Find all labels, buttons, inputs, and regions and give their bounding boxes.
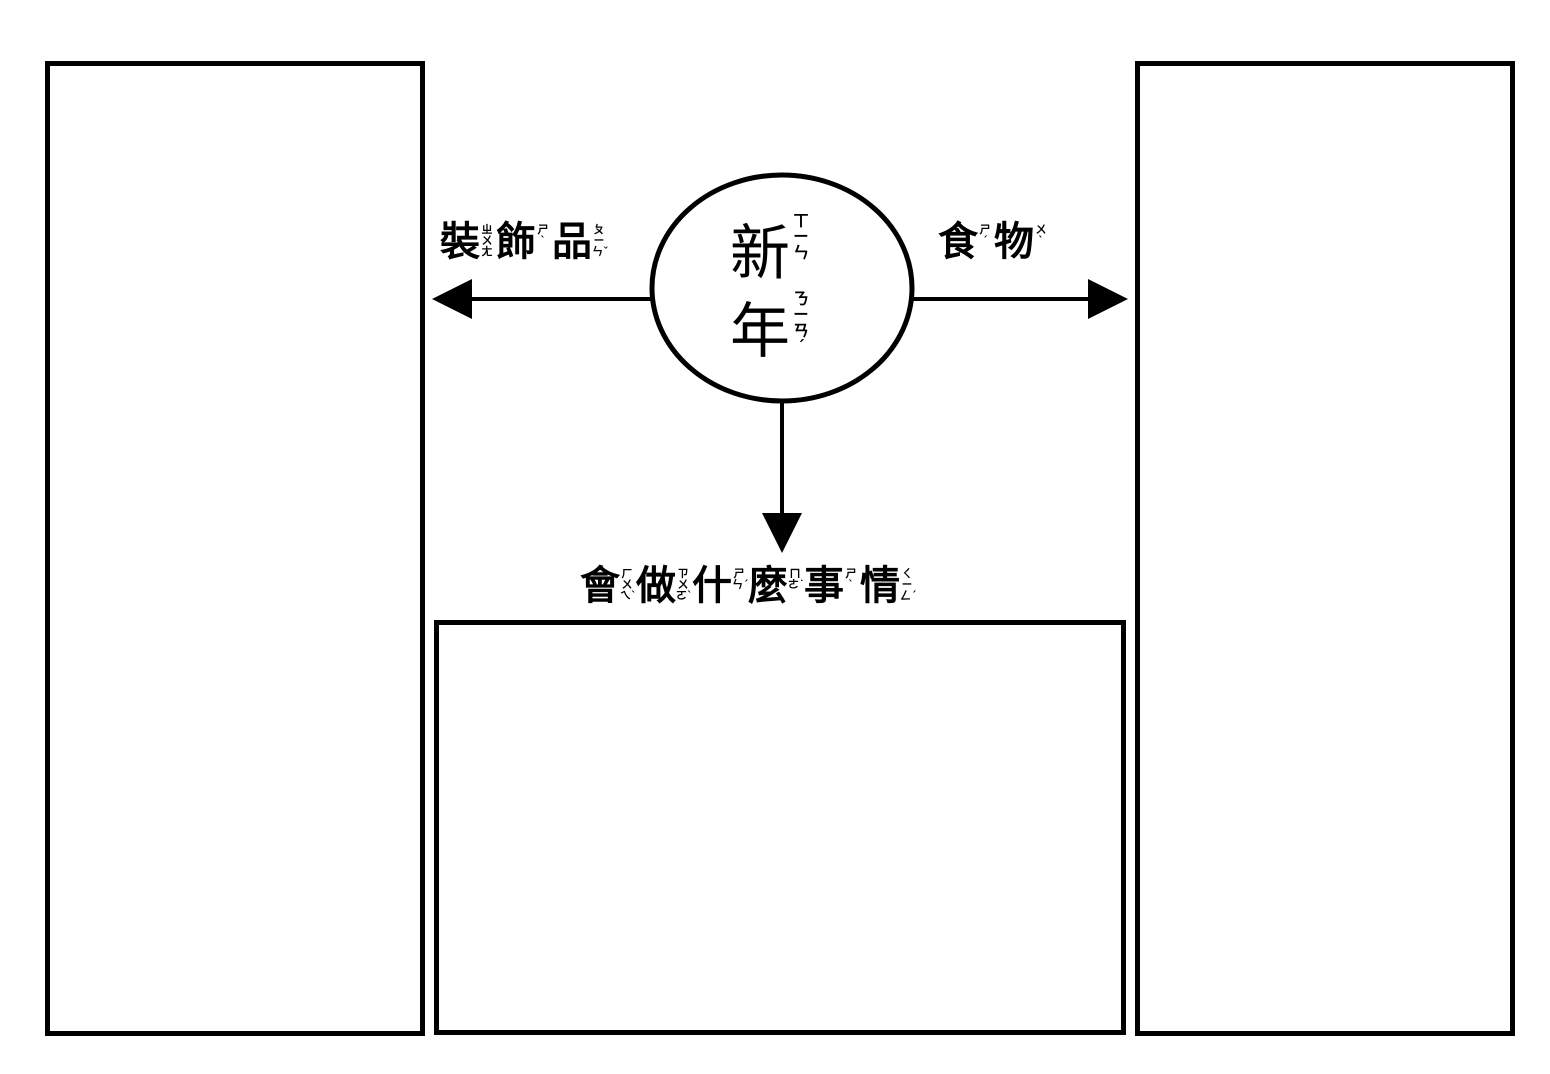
- bopomofo-annotation: ㄇㄜ˙: [788, 567, 805, 591]
- bopomofo-symbol: ㄕ: [845, 567, 857, 580]
- han-char: 會: [580, 563, 620, 609]
- ruby-char: 品ㄆㄧㄣˇ: [552, 222, 609, 262]
- ruby-char: 裝ㄓㄨㄤ: [440, 222, 496, 262]
- ruby-char: 做ㄗㄨㄛˋ: [636, 566, 693, 606]
- bopomofo-symbol: ˊ: [982, 234, 988, 247]
- center-label: 新ㄒㄧㄣ年ㄋㄧㄢˊ: [730, 205, 850, 368]
- bopomofo-symbol: ˋ: [540, 234, 546, 247]
- bopomofo-symbol: ㄏ: [621, 567, 633, 580]
- han-char: 食: [938, 219, 978, 265]
- han-char: 年: [730, 297, 790, 367]
- han-char: 裝: [440, 219, 480, 265]
- ruby-char: 新ㄒㄧㄣ: [730, 205, 850, 290]
- bopomofo-annotation: ㄆㄧㄣˇ: [592, 223, 609, 258]
- bopomofo-symbol: ㄟˋ: [620, 589, 637, 602]
- bopomofo-symbol: ㄑ: [901, 567, 913, 580]
- bopomofo-symbol: ㄢˊ: [792, 321, 809, 356]
- bopomofo-annotation: ㄏㄨㄟˋ: [620, 567, 637, 602]
- bopomofo-symbol: ㄣˇ: [592, 245, 609, 258]
- bopomofo-symbol: ㄨ: [1035, 223, 1047, 236]
- bopomofo-symbol: ㄨ: [481, 234, 493, 247]
- bopomofo-symbol: ㄨ: [677, 578, 689, 591]
- han-char: 麼: [748, 563, 788, 609]
- han-char: 做: [636, 563, 676, 609]
- bopomofo-symbol: ㄕ: [979, 223, 991, 236]
- bopomofo-symbol: ㄜ˙: [788, 578, 805, 591]
- bopomofo-symbol: ㄧ: [901, 578, 913, 591]
- han-char: 情: [860, 563, 900, 609]
- bopomofo-annotation: ㄑㄧㄥˊ: [900, 567, 917, 602]
- bopomofo-symbol: ㄧ: [792, 305, 809, 324]
- bopomofo-symbol: ˋ: [1038, 234, 1044, 247]
- han-char: 品: [552, 219, 592, 265]
- bopomofo-annotation: ㄒㄧㄣ: [790, 213, 812, 261]
- bopomofo-symbol: ㄋ: [792, 289, 809, 308]
- left-answer-box: [45, 61, 425, 1036]
- bottom-answer-box: [434, 620, 1126, 1035]
- bopomofo-symbol: ㄇ: [789, 567, 801, 580]
- ruby-char: 什ㄕㄣˊ: [692, 566, 749, 606]
- ruby-char: 年ㄋㄧㄢˊ: [730, 283, 850, 368]
- bopomofo-annotation: ㄗㄨㄛˋ: [676, 567, 693, 602]
- bopomofo-symbol: ㄣˊ: [732, 578, 749, 591]
- han-char: 飾: [496, 219, 536, 265]
- bopomofo-symbol: ㄣ: [792, 243, 809, 262]
- bopomofo-annotation: ㄋㄧㄢˊ: [790, 291, 812, 355]
- ruby-char: 情ㄑㄧㄥˊ: [860, 566, 917, 606]
- bopomofo-symbol: ㄧ: [792, 227, 809, 246]
- bopomofo-symbol: ㄆ: [593, 223, 605, 236]
- bopomofo-symbol: ㄛˋ: [676, 589, 693, 602]
- bopomofo-symbol: ㄓ: [481, 223, 493, 236]
- bopomofo-symbol: ˋ: [848, 578, 854, 591]
- han-char: 物: [994, 219, 1034, 265]
- han-char: 事: [804, 563, 844, 609]
- bopomofo-symbol: ㄒ: [792, 211, 809, 230]
- bopomofo-annotation: ㄓㄨㄤ: [480, 224, 494, 257]
- han-char: 新: [730, 219, 790, 289]
- bopomofo-symbol: ㄕ: [733, 567, 745, 580]
- ruby-char: 麼ㄇㄜ˙: [748, 566, 805, 606]
- bopomofo-symbol: ㄧ: [593, 234, 605, 247]
- bopomofo-annotation: ㄕㄣˊ: [732, 567, 749, 591]
- bopomofo-symbol: ㄕ: [537, 223, 549, 236]
- bopomofo-symbol: ㄤ: [481, 245, 493, 258]
- bopomofo-symbol: ㄨ: [621, 578, 633, 591]
- ruby-char: 會ㄏㄨㄟˋ: [580, 566, 637, 606]
- bopomofo-symbol: ㄥˊ: [900, 589, 917, 602]
- han-char: 什: [692, 563, 732, 609]
- right-answer-box: [1135, 61, 1515, 1036]
- bopomofo-symbol: ㄗ: [677, 567, 689, 580]
